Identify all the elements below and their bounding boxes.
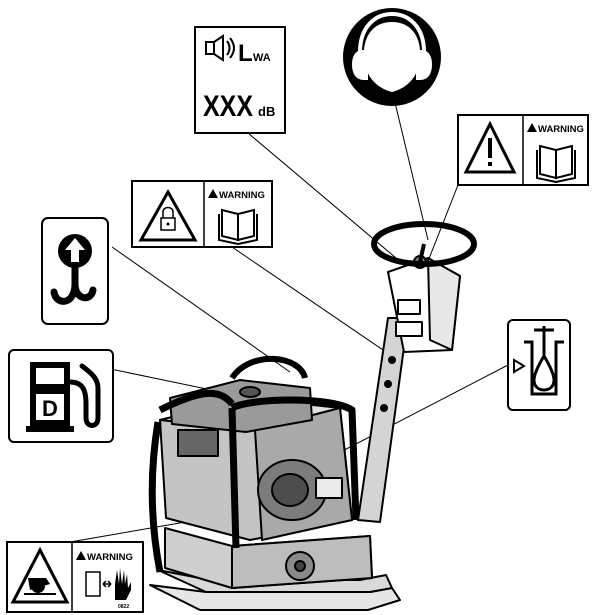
lwa-letter: L (238, 40, 253, 67)
control-panel-decal-2 (396, 322, 422, 336)
exciter-hub (295, 561, 305, 571)
leader-warning-lock (232, 247, 386, 352)
lifting-eye (232, 359, 305, 378)
decal-ear-protection (343, 8, 441, 106)
recoil-cover-inner (272, 474, 308, 506)
fuel-cap (240, 387, 260, 397)
noise-unit: dB (258, 104, 275, 119)
fuel-letter: D (42, 396, 58, 421)
svg-text:WARNING: WARNING (87, 552, 133, 563)
handle-bolt-2 (385, 381, 391, 387)
decal-warning-manual: WARNING (458, 115, 588, 185)
svg-text:WARNING: WARNING (538, 124, 584, 135)
noise-value: XXX (203, 90, 253, 123)
decal-fuel: D (9, 350, 113, 442)
decal-warning-lock: WARNING (132, 181, 272, 247)
engine-plate (316, 478, 342, 498)
lwa-subscript: WA (253, 52, 271, 64)
decal-code: 0822 (118, 604, 129, 610)
diesel-fuel-pump-icon: D (26, 362, 98, 432)
decal-warning-crush: WARNING 0822 (7, 542, 143, 612)
handle-bolt-1 (389, 357, 395, 363)
leader-ear (392, 90, 428, 240)
control-box-side (428, 258, 460, 350)
muffler (178, 430, 218, 456)
control-panel-decal (398, 300, 420, 314)
plate-compactor (150, 224, 474, 610)
leader-hook (112, 247, 290, 372)
frame-left (152, 422, 160, 572)
handle-bolt-3 (381, 405, 387, 411)
decal-noise-level: L WA XXX dB (195, 27, 285, 133)
decal-oil (508, 320, 570, 410)
handle-bar (358, 318, 408, 522)
decal-lifting-point (42, 218, 108, 324)
svg-text:WARNING: WARNING (219, 190, 265, 201)
